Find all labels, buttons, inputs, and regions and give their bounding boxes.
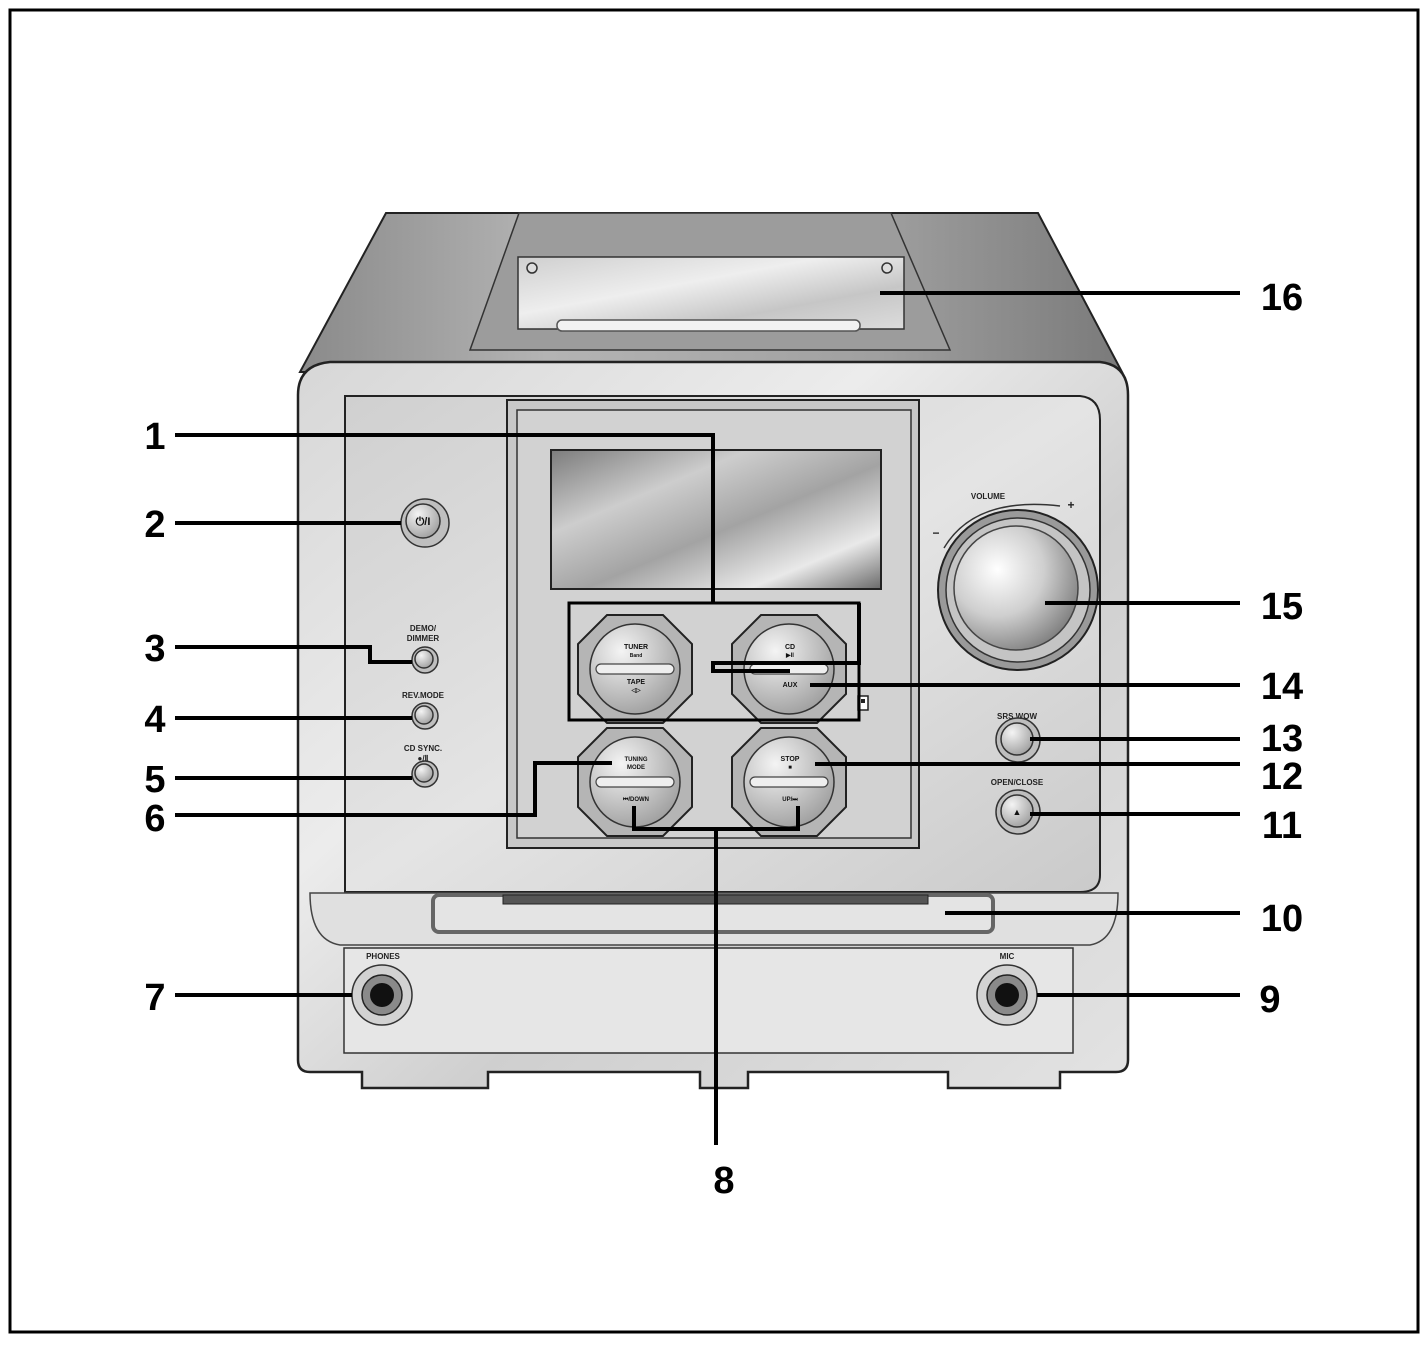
open-close-button[interactable]: ▲ xyxy=(995,789,1041,835)
eject-icon: ▲ xyxy=(1013,807,1022,817)
tuning-mode-button[interactable]: TUNING MODE ⏮/DOWN xyxy=(577,727,693,837)
callout-1: 1 xyxy=(144,416,165,458)
cassette-lid[interactable] xyxy=(517,256,905,332)
callout-12: 12 xyxy=(1261,756,1303,798)
callout-14: 14 xyxy=(1261,666,1303,708)
callout-4: 4 xyxy=(144,699,165,741)
display-window xyxy=(550,449,882,590)
lower-panel xyxy=(343,947,1074,1054)
demo-dimmer-button[interactable] xyxy=(411,646,439,674)
tape-label: TAPE xyxy=(627,679,645,686)
tuning-label: TUNING xyxy=(625,757,648,763)
callout-2: 2 xyxy=(144,504,165,546)
tuner-label: TUNER xyxy=(624,644,648,651)
open-close-label: OPEN/CLOSE xyxy=(991,778,1044,787)
cd-tray[interactable] xyxy=(431,893,995,934)
callout-8: 8 xyxy=(713,1160,734,1202)
callout-5: 5 xyxy=(144,759,165,801)
srs-wow-button[interactable] xyxy=(995,717,1041,763)
lid-handle[interactable] xyxy=(556,319,861,332)
rev-mode-button[interactable] xyxy=(411,702,439,730)
cd-sync-label-2: ●/Ⅱ xyxy=(418,754,429,763)
cd-sync-label-1: CD SYNC. xyxy=(404,744,442,753)
screw-icon xyxy=(526,262,538,274)
callout-6: 6 xyxy=(144,798,165,840)
aux-label: AUX xyxy=(783,682,798,689)
leader-lines xyxy=(175,291,1240,1145)
band-label: Band xyxy=(630,653,643,659)
volume-knob[interactable] xyxy=(937,509,1099,671)
sensor-icon-dot xyxy=(861,699,865,703)
up-label: UP/⏭ xyxy=(782,797,798,803)
mic-jack[interactable] xyxy=(976,964,1038,1026)
callout-3: 3 xyxy=(144,628,165,670)
phones-jack[interactable] xyxy=(351,964,413,1026)
stop-symbol: ■ xyxy=(788,765,792,771)
stop-label: STOP xyxy=(781,756,800,763)
rev-mode-label: REV.MODE xyxy=(402,691,445,700)
callout-13: 13 xyxy=(1261,718,1303,760)
srs-wow-label: SRS WOW xyxy=(997,712,1037,721)
volume-minus-label: − xyxy=(932,526,939,540)
cd-play-symbol: ▶II xyxy=(785,652,794,659)
power-label: ⏻/I xyxy=(416,515,431,528)
volume-arc xyxy=(943,503,1061,549)
callout-7: 7 xyxy=(144,977,165,1019)
volume-plus-label: + xyxy=(1067,498,1074,512)
callout-15: 15 xyxy=(1261,586,1303,628)
phones-label: PHONES xyxy=(366,952,400,961)
down-label: ⏮/DOWN xyxy=(623,797,649,803)
tuner-tape-button[interactable]: TUNER Band TAPE ◁▷ xyxy=(577,614,693,724)
callout-10: 10 xyxy=(1261,898,1303,940)
callout-16: 16 xyxy=(1261,277,1303,319)
mode-label: MODE xyxy=(627,765,645,771)
volume-label: VOLUME xyxy=(971,492,1006,501)
mic-label: MIC xyxy=(1000,952,1015,961)
cd-sync-button[interactable] xyxy=(411,760,439,788)
demo-dimmer-label-1: DEMO/ xyxy=(410,624,437,633)
screw-icon xyxy=(881,262,893,274)
power-button[interactable]: ⏻/I xyxy=(400,498,450,548)
callout-9: 9 xyxy=(1259,979,1280,1021)
callout-numbers: 1 2 3 4 5 6 7 8 9 10 11 12 13 14 15 16 xyxy=(144,277,1303,1202)
tape-symbol: ◁▷ xyxy=(630,687,641,694)
demo-dimmer-label-2: DIMMER xyxy=(407,634,440,643)
stop-up-button[interactable]: STOP ■ UP/⏭ xyxy=(731,727,847,837)
callout-11: 11 xyxy=(1262,805,1302,847)
cd-label: CD xyxy=(785,644,795,651)
